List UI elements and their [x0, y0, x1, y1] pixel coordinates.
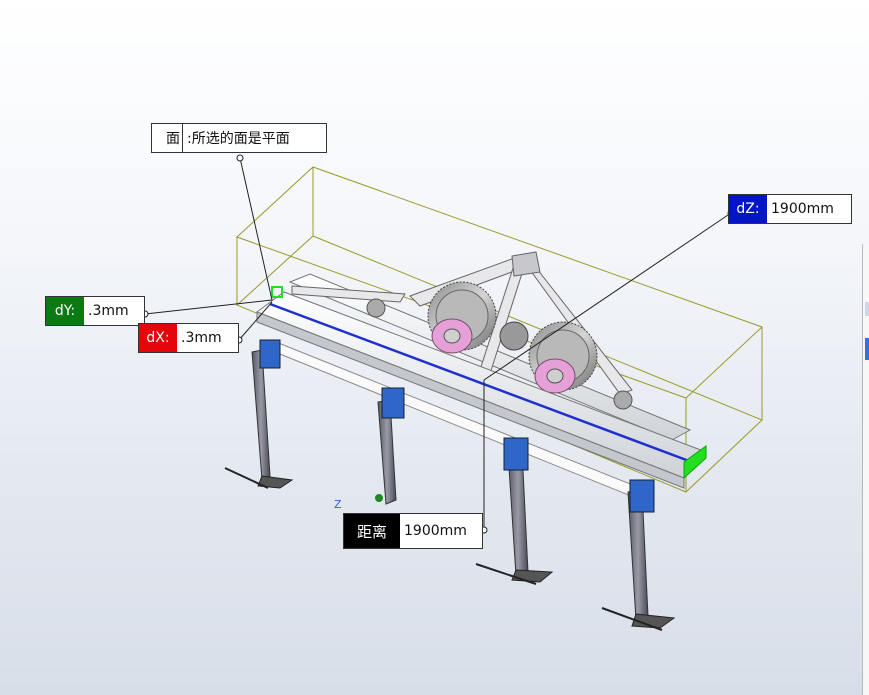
- face-callout-value: :所选的面是平面: [187, 131, 290, 147]
- dy-callout-value: .3mm: [88, 303, 129, 319]
- dy-callout[interactable]: dY: .3mm: [45, 296, 145, 326]
- face-callout-label: 面: [166, 131, 180, 147]
- leader-lines: [141, 154, 735, 534]
- face-callout[interactable]: 面 :所选的面是平面: [151, 123, 327, 153]
- triad-origin: [375, 494, 383, 502]
- selected-face: [683, 445, 707, 480]
- shank-1: [224, 339, 294, 489]
- distance-callout[interactable]: 距离 1900mm: [343, 513, 483, 549]
- task-pane-edge[interactable]: [862, 244, 869, 695]
- dx-callout-tag: dX:: [139, 324, 177, 352]
- task-pane-tab[interactable]: [865, 302, 869, 316]
- triad-z-label: Z: [334, 498, 342, 511]
- distance-callout-value: 1900mm: [404, 523, 467, 539]
- gearbox-assembly: [366, 281, 633, 410]
- dx-callout-value: .3mm: [181, 330, 222, 346]
- dz-callout-value: 1900mm: [771, 201, 834, 217]
- shank-4: [601, 479, 676, 631]
- dz-callout-tag: dZ:: [729, 195, 767, 223]
- distance-callout-tag: 距离: [344, 514, 400, 548]
- shank-3: [475, 437, 554, 585]
- shank-2: [377, 387, 405, 505]
- dz-callout[interactable]: dZ: 1900mm: [728, 194, 852, 224]
- task-pane-tab-active[interactable]: [865, 338, 869, 360]
- dy-callout-tag: dY:: [46, 297, 84, 325]
- dx-callout[interactable]: dX: .3mm: [138, 323, 239, 353]
